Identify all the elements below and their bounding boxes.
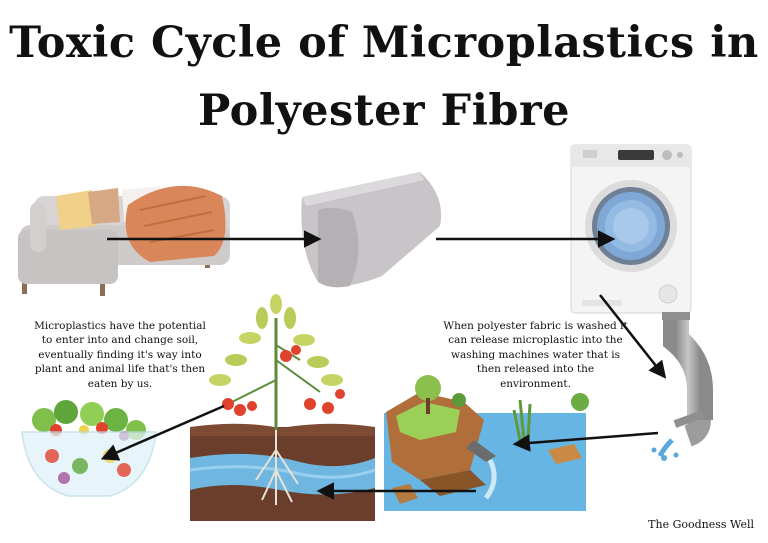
- title-line-2: Polyester Fibre: [197, 86, 571, 136]
- flow-arrows: [100, 230, 667, 500]
- sofa-illustration: [18, 185, 230, 296]
- credit-text: The Goodness Well: [648, 518, 754, 531]
- caption-washing: When polyester fabric is washed it can r…: [443, 320, 628, 390]
- fabric-illustration: [301, 172, 442, 288]
- salad-bowl-illustration: [21, 400, 157, 497]
- arrow-machine-to-pipe: [599, 294, 667, 379]
- title-line-1: Toxic Cycle of Microplastics in: [9, 18, 759, 68]
- drain-pipe-illustration: [651, 312, 713, 461]
- washing-machine-illustration: [570, 144, 692, 314]
- caption-soil: Microplastics have the potential to ente…: [34, 320, 206, 390]
- environment-illustration: [384, 375, 589, 511]
- arrow-plant-to-salad: [100, 404, 225, 461]
- arrow-pipe-to-environment: [512, 431, 659, 452]
- soil-plant-illustration: [189, 294, 376, 521]
